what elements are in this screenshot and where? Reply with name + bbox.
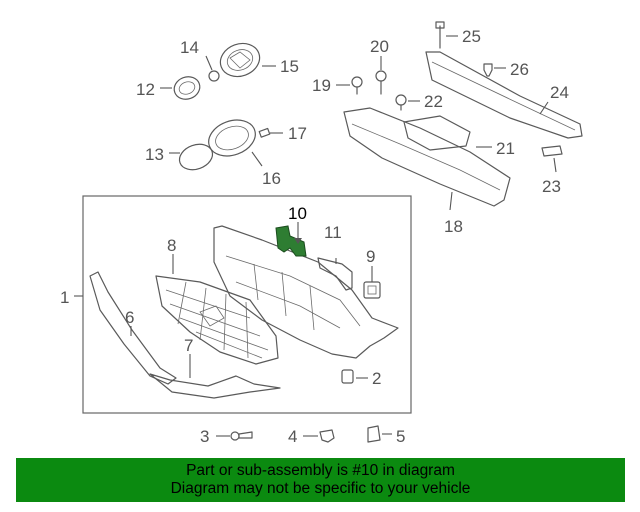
mesh-part-8 (155, 275, 279, 365)
cover-part-24 (425, 51, 583, 139)
callout-15: 15 (280, 57, 299, 76)
callout-26: 26 (510, 60, 529, 79)
callout-23: 23 (542, 177, 561, 196)
molding-part-6 (89, 271, 177, 385)
clip-part-14 (205, 55, 220, 82)
screw-part-3 (230, 431, 253, 441)
pad-part-23 (541, 145, 563, 157)
bolt-part-25 (435, 21, 445, 49)
grille-frame (213, 225, 399, 359)
clip-part-2 (341, 369, 354, 384)
bracket-part-11 (317, 257, 353, 291)
bezel-part-16 (208, 119, 256, 157)
clip-part-22 (395, 94, 407, 111)
callout-16: 16 (262, 169, 281, 188)
callout-22: 22 (424, 92, 443, 111)
callout-5: 5 (396, 427, 405, 446)
callout-19: 19 (312, 76, 331, 95)
shroud-part-18 (343, 107, 511, 207)
clip-part-26 (483, 63, 493, 77)
bracket-part-10 (275, 222, 307, 257)
callout-6: 6 (125, 308, 134, 327)
callout-17: 17 (288, 124, 307, 143)
clip-part-4 (319, 429, 335, 443)
callout-9: 9 (366, 247, 375, 266)
callout-4: 4 (288, 427, 297, 446)
callout-10: 10 (288, 204, 307, 223)
pad-part-9 (363, 281, 381, 299)
callout-14: 14 (180, 38, 199, 57)
callout-13: 13 (145, 145, 164, 164)
emblem-part-15 (219, 42, 261, 78)
bolt-part-20 (375, 70, 387, 95)
callout-25: 25 (462, 27, 481, 46)
callout-1: 1 (60, 288, 69, 307)
clip-part-5 (367, 425, 381, 443)
callout-12: 12 (136, 80, 155, 99)
callout-8: 8 (167, 236, 176, 255)
banner-line-part-number: Part or sub-assembly is #10 in diagram (186, 462, 455, 479)
banner-line-disclaimer: Diagram may not be specific to your vehi… (170, 480, 471, 497)
tab-part-17 (258, 127, 271, 138)
emblem-part-12 (173, 76, 201, 100)
leader-lines (130, 35, 557, 437)
callout-18: 18 (444, 217, 463, 236)
callout-3: 3 (200, 427, 209, 446)
clip-part-19 (351, 76, 363, 95)
cover-part-13 (178, 143, 214, 171)
callout-21: 21 (496, 139, 515, 158)
callout-24: 24 (550, 83, 569, 102)
info-banner: Part or sub-assembly is #10 in diagram D… (16, 458, 625, 502)
callout-labels: 1 2 3 4 5 6 7 8 9 10 11 12 13 14 15 16 1… (60, 27, 569, 446)
assembly-box (82, 195, 412, 414)
parts-diagram: 1 2 3 4 5 6 7 8 9 10 11 12 13 14 15 16 1… (60, 21, 583, 446)
callout-20: 20 (370, 37, 389, 56)
callout-2: 2 (372, 369, 381, 388)
callout-7: 7 (184, 336, 193, 355)
strip-part-7 (149, 373, 281, 399)
callout-11: 11 (324, 223, 342, 242)
